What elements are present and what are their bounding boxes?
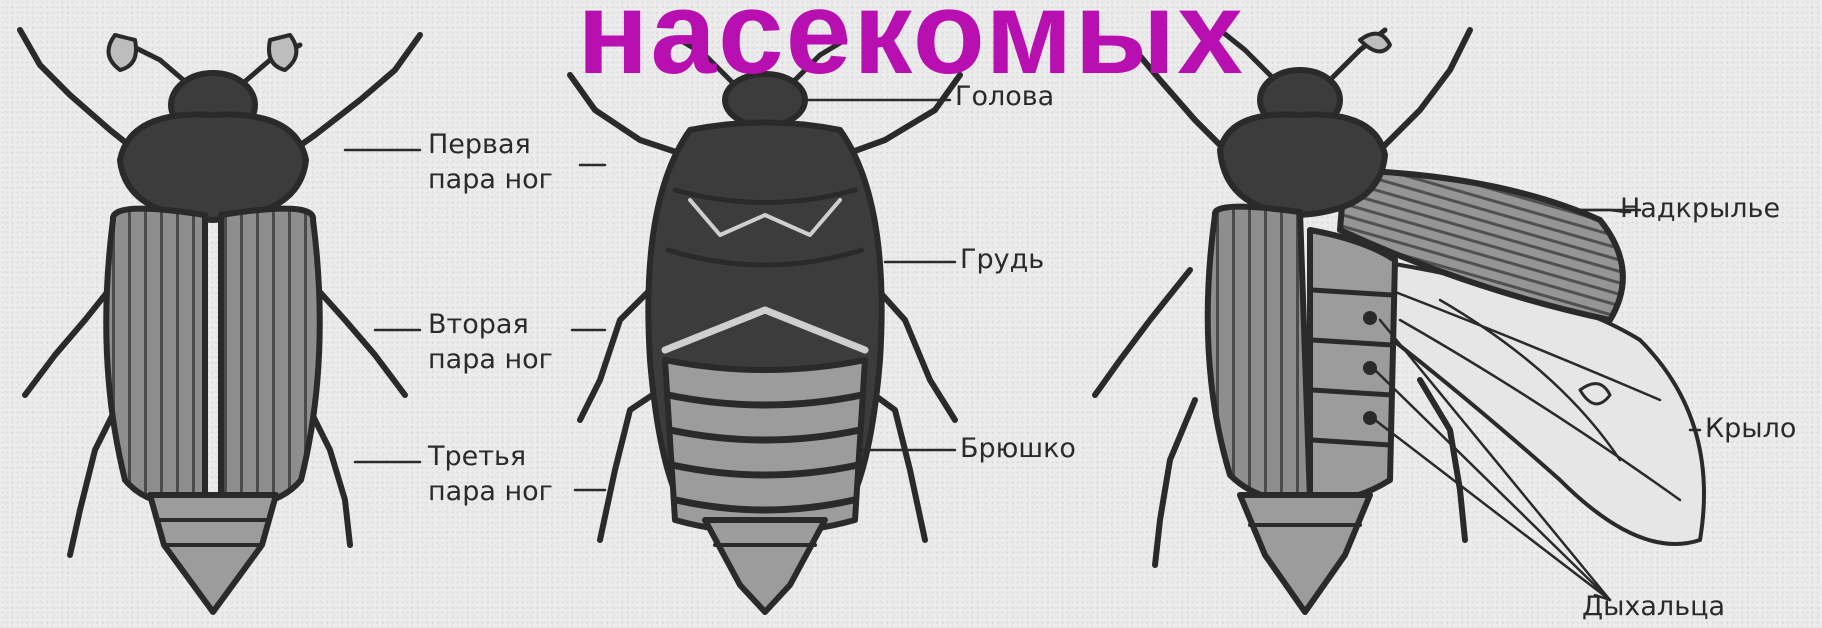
label-abdomen: Брюшко [960, 432, 1076, 465]
beetle-wings [1095, 30, 1704, 612]
label-elytron: Надкрылье [1620, 192, 1780, 225]
label-wing: Крыло [1705, 412, 1796, 445]
beetle-dorsal [20, 30, 420, 612]
label-head: Голова [955, 80, 1054, 113]
label-thorax: Грудь [960, 243, 1044, 276]
label-spiracles: Дыхальца [1582, 590, 1725, 623]
label-third-leg-pair-line1: Третья [428, 440, 526, 473]
label-third-leg-pair-line2: пара ног [428, 475, 553, 508]
label-second-leg-pair-line1: Вторая [428, 308, 529, 341]
beetle-ventral [570, 40, 960, 612]
label-first-leg-pair-line1: Первая [428, 128, 531, 161]
title: насекомых [0, 0, 1822, 92]
label-first-leg-pair-line2: пара ног [428, 163, 553, 196]
label-second-leg-pair-line2: пара ног [428, 343, 553, 376]
